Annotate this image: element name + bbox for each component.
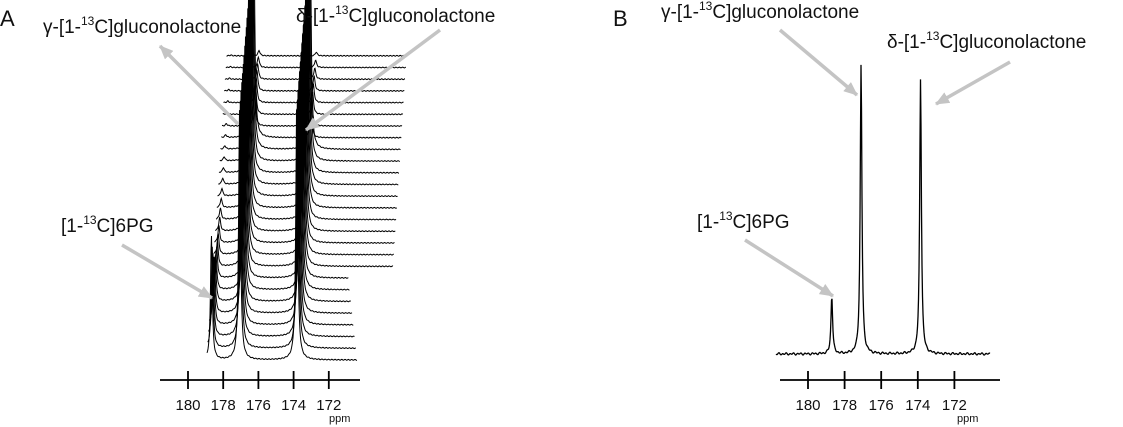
pg6-arrow-b bbox=[744, 238, 834, 298]
x-axis-unit-a: ppm bbox=[329, 413, 350, 425]
label-delta-a: δ-[1-13C]gluconolactone bbox=[296, 3, 495, 27]
tick-label: 180 bbox=[795, 397, 820, 414]
delta-arrow-b bbox=[935, 60, 1011, 106]
x-axis-ticks-a: 180 178 176 174 172 bbox=[175, 371, 341, 414]
spectrum-trace-a bbox=[207, 99, 357, 350]
panel-b-letter: B bbox=[613, 6, 628, 31]
stacked-spectra bbox=[206, 0, 407, 361]
spectrum-trace-a bbox=[211, 51, 350, 291]
tick-label: 176 bbox=[246, 397, 271, 414]
spectrum-trace-a bbox=[208, 89, 355, 338]
spectrum-trace-a bbox=[209, 70, 353, 314]
spectrum-trace-a bbox=[211, 42, 349, 279]
tick-label: 172 bbox=[942, 397, 967, 414]
gamma-arrow-a bbox=[158, 44, 240, 126]
tick-label: 176 bbox=[869, 397, 894, 414]
spectrum-trace-a bbox=[210, 61, 352, 303]
tick-label: 180 bbox=[175, 397, 200, 414]
pg6-arrow-a bbox=[121, 243, 213, 300]
spectrum-trace-b bbox=[775, 64, 991, 356]
label-delta-b: δ-[1-13C]gluconolactone bbox=[887, 29, 1086, 53]
label-pg6-b: [1-13C]6PG bbox=[697, 209, 790, 233]
gamma-arrow-b bbox=[778, 28, 859, 97]
panel-a-letter: A bbox=[0, 6, 15, 31]
tick-label: 178 bbox=[832, 397, 857, 414]
x-axis-unit-b: ppm bbox=[957, 413, 978, 425]
tick-label: 174 bbox=[281, 397, 306, 414]
label-gamma-b: γ-[1-13C]gluconolactone bbox=[661, 0, 859, 23]
spectrum-trace-a bbox=[226, 49, 407, 57]
label-pg6-a: [1-13C]6PG bbox=[61, 213, 154, 237]
tick-label: 178 bbox=[211, 397, 236, 414]
panel-a: A γ-[1-13C]gluconolactone δ-[1-13C]gluco… bbox=[0, 0, 495, 425]
label-gamma-a: γ-[1-13C]gluconolactone bbox=[43, 14, 241, 38]
x-axis-ticks-b: 180 178 176 174 172 bbox=[795, 371, 967, 414]
delta-arrow-a bbox=[304, 28, 442, 132]
panel-b: B γ-[1-13C]gluconolactone δ-[1-13C]gluco… bbox=[613, 0, 1086, 425]
tick-label: 174 bbox=[905, 397, 930, 414]
spectrum-trace-a bbox=[206, 108, 358, 361]
tick-label: 172 bbox=[316, 397, 341, 414]
spectrum-trace-a bbox=[208, 80, 354, 326]
